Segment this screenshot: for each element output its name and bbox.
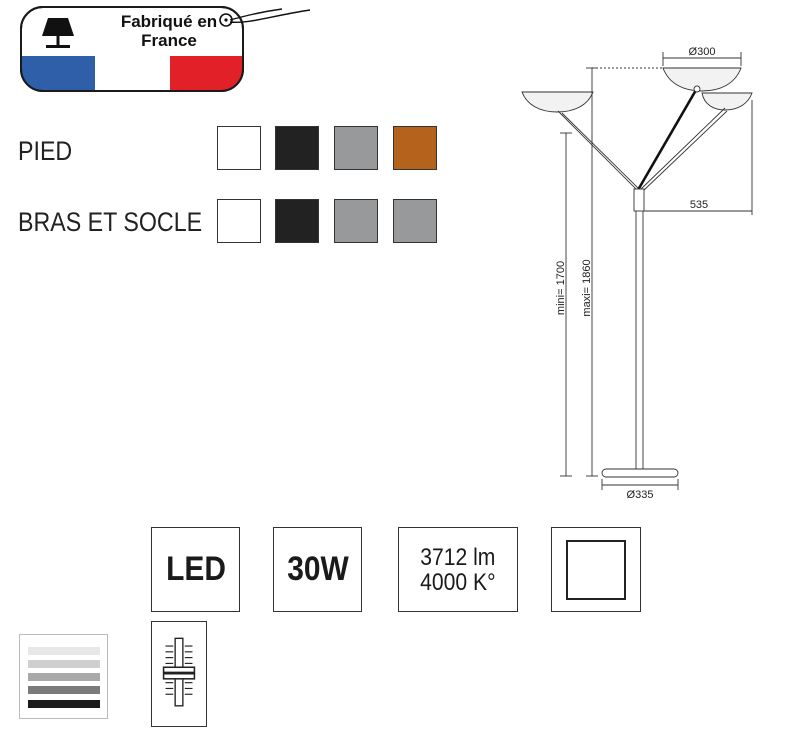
power-label: 30W [286,550,349,588]
badge-line-1: Fabriqué en [120,12,218,31]
row-label-bras-et-socle: BRAS ET SOCLE [18,207,203,237]
swatch-bras-black[interactable] [275,199,319,243]
lumens-label: 3712 lm [420,543,496,571]
spec-lumens-temperature: 3712 lm 4000 K° [398,527,518,612]
swatch-bras-grey[interactable] [334,199,378,243]
lamp-icon [42,18,74,48]
row-label-pied: PIED [18,136,73,166]
light-source-label: LED [165,550,226,588]
square-frame-icon [551,527,641,612]
spec-light-source: LED [151,527,240,612]
dim-min-height: mini= 1700 [555,261,567,315]
dim-arm-length: 535 [690,199,708,211]
slider-dimmer-icon [151,621,207,727]
badge-tag-icon [20,6,311,92]
swatch-pied-rust[interactable] [393,126,437,170]
badge-line-2: France [141,31,197,50]
dimmer-gradient-icon [19,634,108,719]
temperature-label: 4000 K° [420,568,496,596]
lamp-technical-drawing: Ø300 535 Ø335 mini= 1700 maxi= 1860 [521,46,753,501]
swatch-pied-black[interactable] [275,126,319,170]
dim-top-diameter: Ø300 [689,46,716,58]
swatch-pied-white[interactable] [217,126,261,170]
swatch-bras-grey-2[interactable] [393,199,437,243]
made-in-france-badge: Fabriqué en France [20,6,311,92]
dim-max-height: maxi= 1860 [581,259,593,316]
swatch-bras-white[interactable] [217,199,261,243]
swatch-pied-grey[interactable] [334,126,378,170]
dim-base-diameter: Ø335 [627,489,654,501]
spec-power: 30W [273,527,362,612]
